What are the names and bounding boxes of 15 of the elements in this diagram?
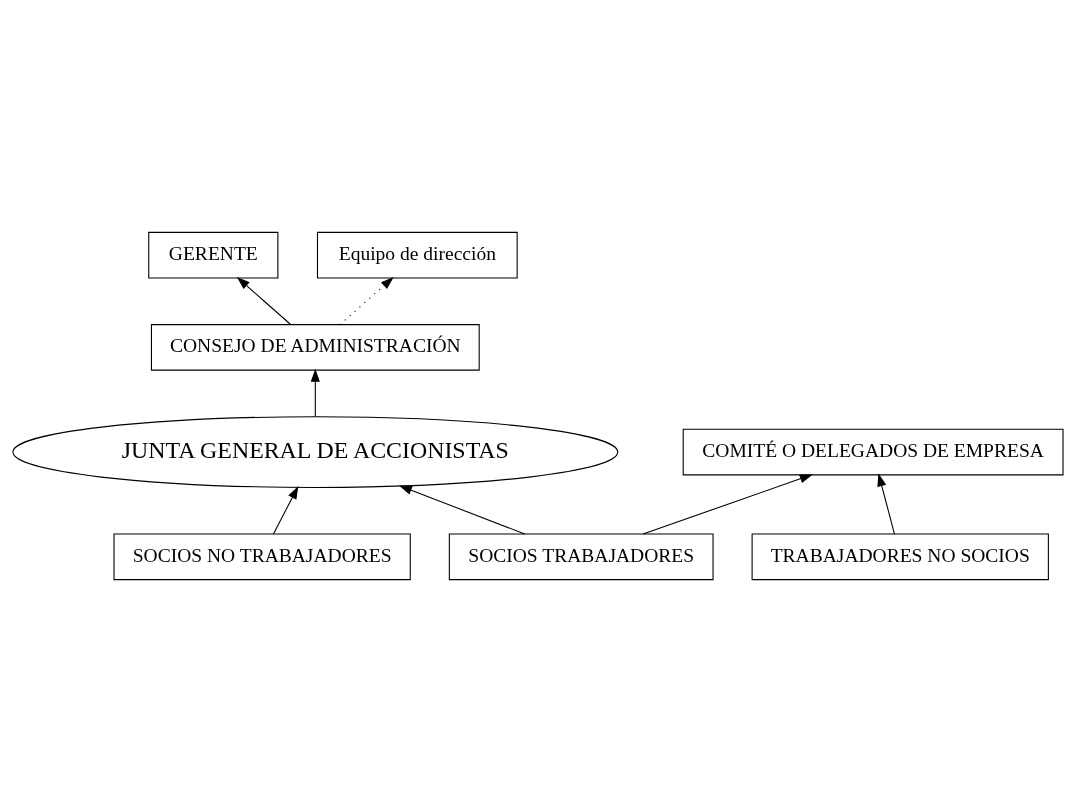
arrow	[236, 277, 292, 325]
node-box: SOCIOS TRABAJADORES	[448, 533, 714, 581]
arrow	[877, 473, 896, 535]
node-box: TRABAJADORES NO SOCIOS	[751, 533, 1049, 581]
arrow	[398, 485, 526, 535]
node-box: GERENTE	[148, 231, 279, 279]
arrow	[339, 277, 394, 325]
node-box: SOCIOS NO TRABAJADORES	[113, 533, 411, 581]
arrow	[310, 368, 320, 418]
node-box: COMITÉ O DELEGADOS DE EMPRESA	[682, 428, 1064, 476]
arrow	[272, 485, 299, 535]
node-ellipse: JUNTA GENERAL DE ACCIONISTAS	[12, 416, 619, 488]
node-box: CONSEJO DE ADMINISTRACIÓN	[150, 324, 480, 371]
arrow	[642, 474, 813, 535]
node-box: Equipo de dirección	[316, 231, 518, 279]
